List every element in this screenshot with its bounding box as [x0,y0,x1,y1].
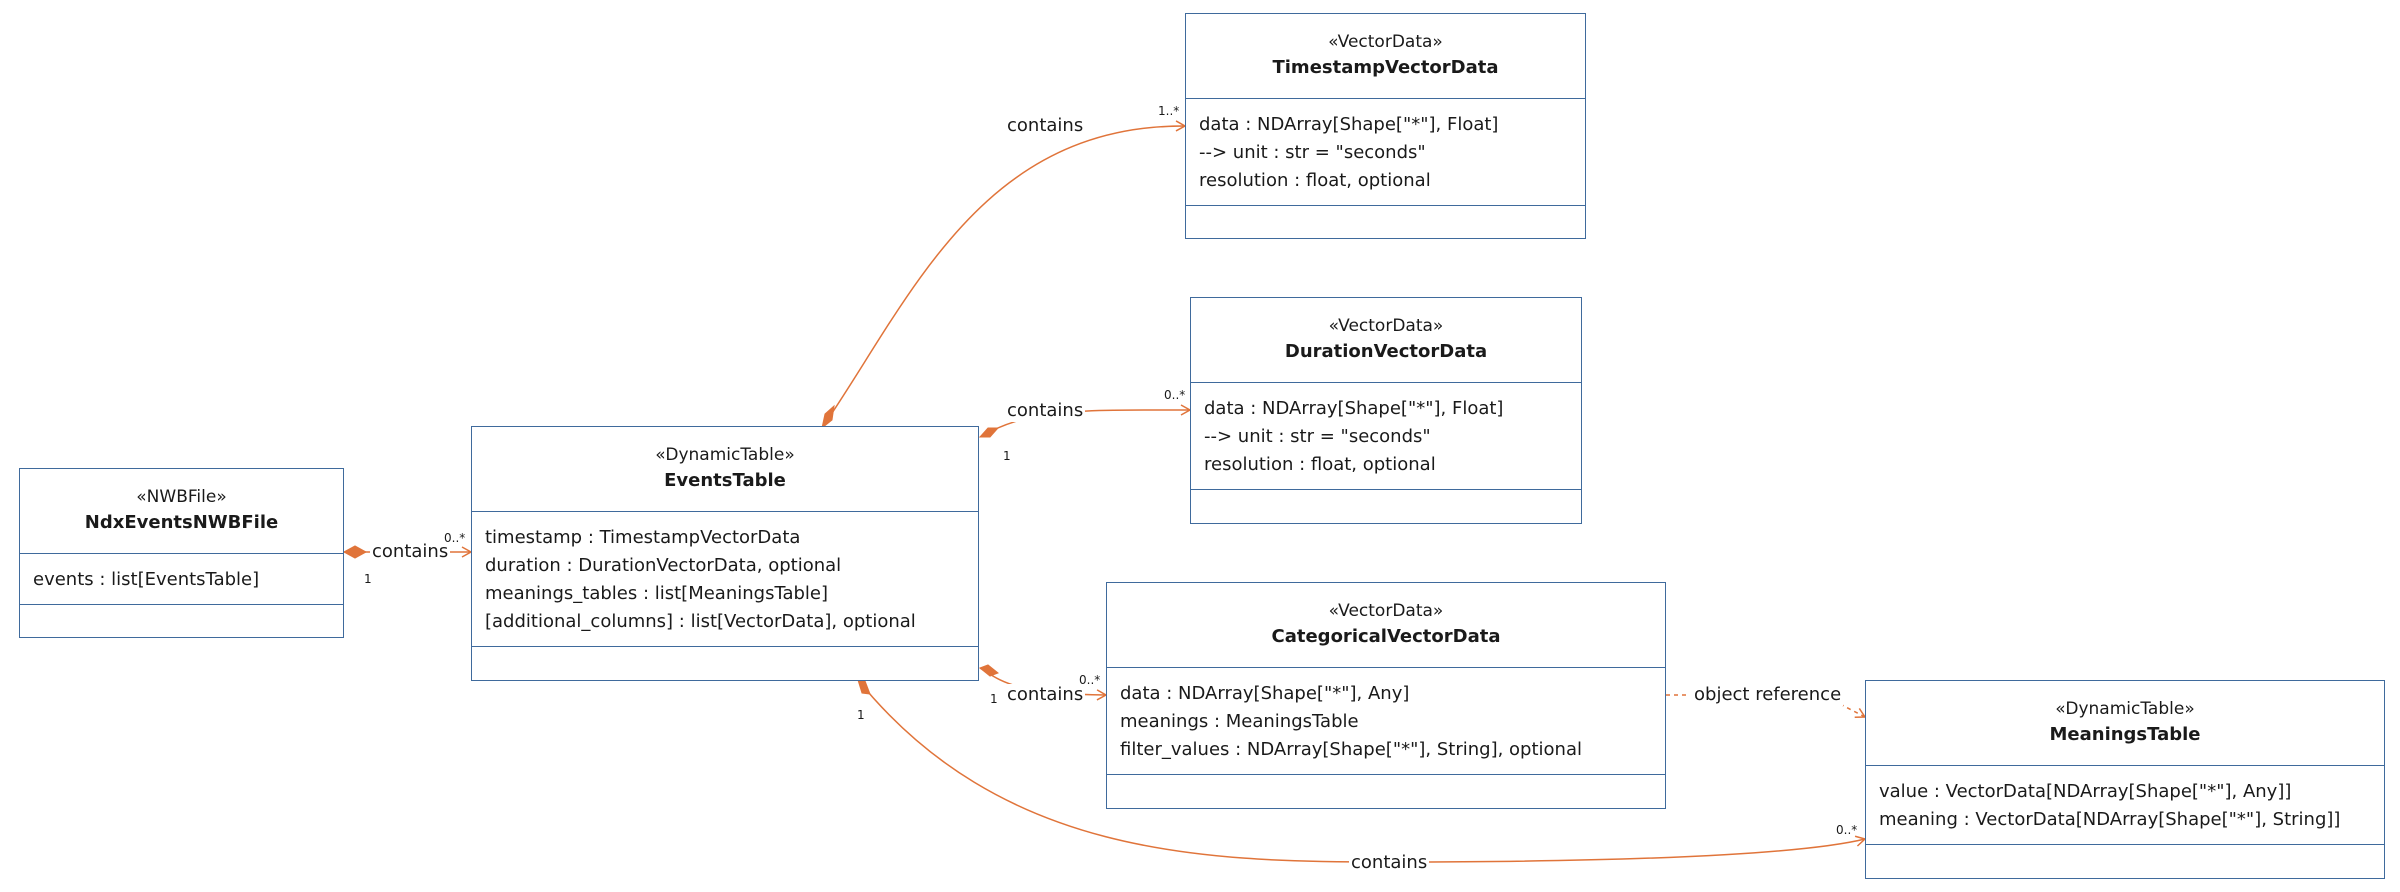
attribute-list: data : NDArray[Shape["*"], Any] meanings… [1107,668,1665,775]
attribute-list: data : NDArray[Shape["*"], Float] --> un… [1191,383,1581,490]
class-events-table[interactable]: «DynamicTable» EventsTable timestamp : T… [471,426,979,681]
class-header: «NWBFile» NdxEventsNWBFile [20,469,343,554]
attribute: data : NDArray[Shape["*"], Float] [1199,114,1499,135]
attribute: value : VectorData[NDArray[Shape["*"], A… [1879,781,2292,802]
edge-categorical-meanings [1666,694,1865,717]
class-name: NdxEventsNWBFile [84,512,279,533]
class-duration-vector-data[interactable]: «VectorData» DurationVectorData data : N… [1190,297,1582,524]
attribute: resolution : float, optional [1199,170,1431,191]
class-name: EventsTable [664,470,786,491]
attribute: events : list[EventsTable] [33,569,260,590]
class-name: DurationVectorData [1284,341,1488,362]
class-header: «DynamicTable» EventsTable [472,427,978,512]
class-ndx-events-nwbfile[interactable]: «NWBFile» NdxEventsNWBFile events : list… [19,468,344,638]
attribute: meanings_tables : list[MeaningsTable] [485,583,829,604]
edge-events-timestamp [821,120,1187,429]
attribute: resolution : float, optional [1204,454,1436,475]
target-multiplicity: 1..* [1158,104,1180,118]
attribute-list: events : list[EventsTable] [20,554,343,605]
stereotype: «NWBFile» [136,487,227,507]
attribute-list: value : VectorData[NDArray[Shape["*"], A… [1866,766,2384,845]
relation-label: contains [370,541,451,563]
diamond-nwb-events [342,545,368,559]
class-header: «VectorData» CategoricalVectorData [1107,583,1665,668]
source-multiplicity: 1 [990,692,998,706]
relation-label: object reference [1692,684,1844,706]
target-multiplicity: 0..* [1164,388,1186,402]
attribute-list: timestamp : TimestampVectorData duration… [472,512,978,647]
relation-label: contains [1005,115,1086,137]
class-categorical-vector-data[interactable]: «VectorData» CategoricalVectorData data … [1106,582,1666,809]
target-multiplicity: 0..* [1079,673,1101,687]
attribute: meanings : MeaningsTable [1120,711,1359,732]
class-name: CategoricalVectorData [1271,626,1501,647]
class-meanings-table[interactable]: «DynamicTable» MeaningsTable value : Vec… [1865,680,2385,879]
target-multiplicity: 0..* [1836,823,1858,837]
stereotype: «VectorData» [1328,316,1444,336]
attribute: data : NDArray[Shape["*"], Any] [1120,683,1410,704]
attribute: meaning : VectorData[NDArray[Shape["*"],… [1879,809,2341,830]
class-name: TimestampVectorData [1272,57,1499,78]
source-multiplicity: 1 [857,708,865,722]
stereotype: «VectorData» [1328,32,1443,52]
class-timestamp-vector-data[interactable]: «VectorData» TimestampVectorData data : … [1185,13,1586,239]
attribute: [additional_columns] : list[VectorData],… [485,611,916,632]
attribute: timestamp : TimestampVectorData [485,527,801,548]
source-multiplicity: 1 [1003,449,1011,463]
attribute: duration : DurationVectorData, optional [485,555,842,576]
relation-label: contains [1349,852,1430,874]
attribute-list: data : NDArray[Shape["*"], Float] --> un… [1186,99,1585,206]
stereotype: «VectorData» [1328,601,1444,621]
attribute: --> unit : str = "seconds" [1204,426,1431,447]
attribute: --> unit : str = "seconds" [1199,142,1426,163]
diamond-events-timestamp [821,404,835,430]
diamond-events-categorical [979,664,999,677]
class-name: MeaningsTable [2049,724,2201,745]
stereotype: «DynamicTable» [655,445,795,465]
class-header: «VectorData» TimestampVectorData [1186,14,1585,99]
target-multiplicity: 0..* [444,531,466,545]
stereotype: «DynamicTable» [2055,699,2195,719]
source-multiplicity: 1 [364,572,372,586]
attribute: data : NDArray[Shape["*"], Float] [1204,398,1504,419]
diamond-events-duration [978,427,1000,438]
class-header: «VectorData» DurationVectorData [1191,298,1581,383]
diamond-events-meanings [857,679,871,695]
attribute: filter_values : NDArray[Shape["*"], Stri… [1120,739,1582,760]
relation-label: contains [1005,400,1086,422]
class-header: «DynamicTable» MeaningsTable [1866,681,2384,766]
relation-label: contains [1005,684,1086,706]
